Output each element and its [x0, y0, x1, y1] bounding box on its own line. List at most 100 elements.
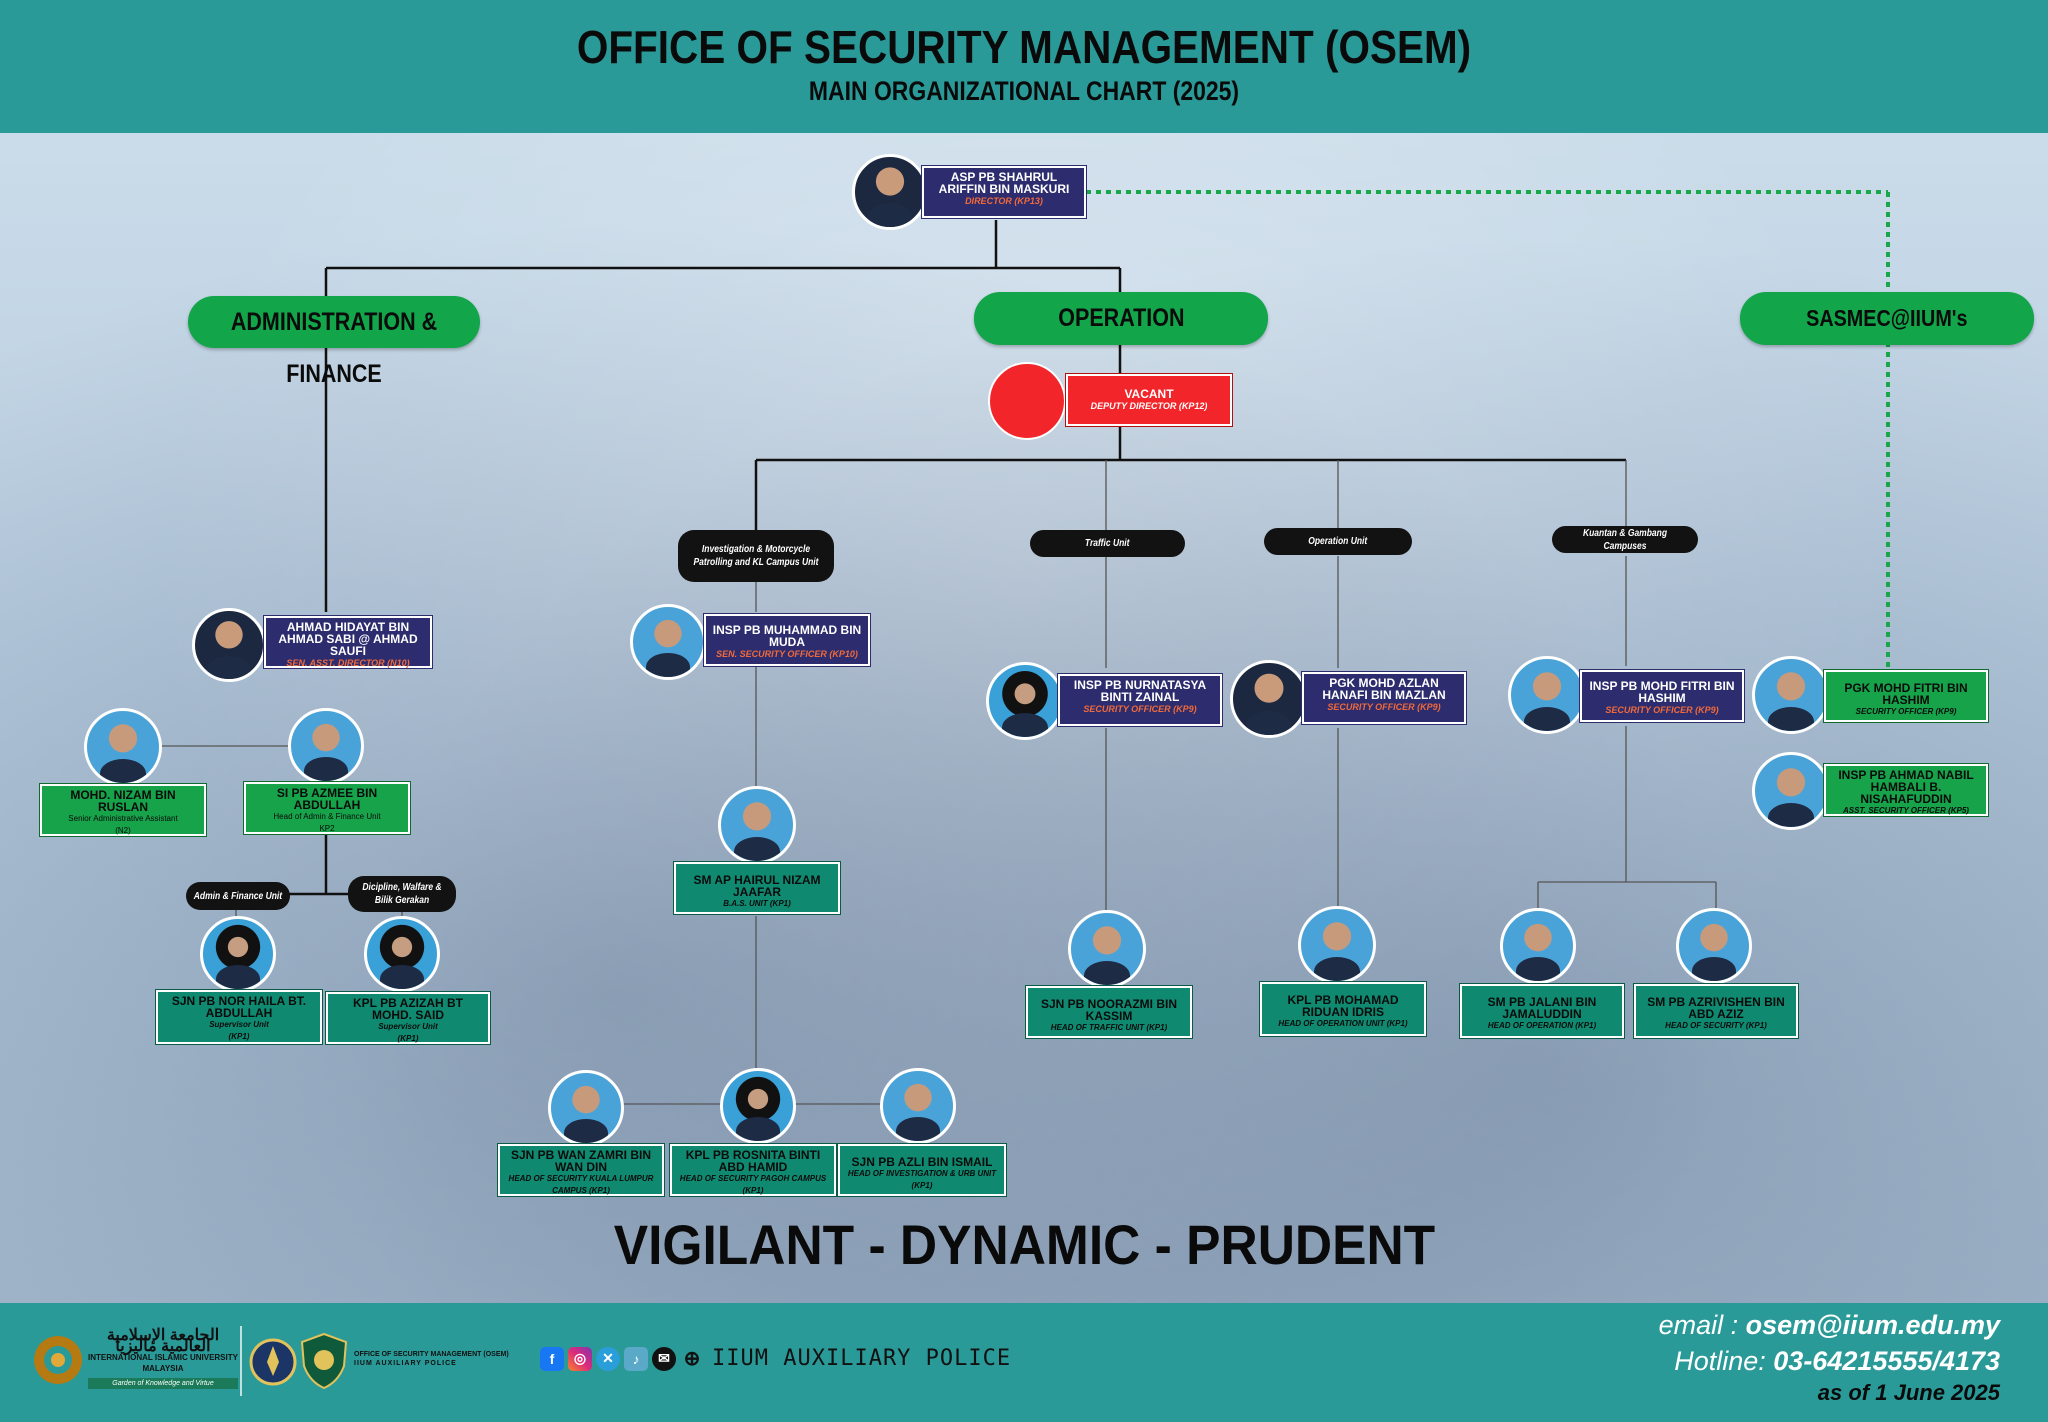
nurnatasya-photo: [986, 662, 1064, 740]
person-role: Supervisor Unit: [378, 1022, 438, 1031]
osem-label: OFFICE OF SECURITY MANAGEMENT (OSEM): [354, 1351, 509, 1358]
person-role: SECURITY OFFICER (KP9): [1605, 705, 1719, 715]
section-operation: OPERATION: [974, 292, 1268, 345]
rosnita-card: KPL PB ROSNITA BINTI ABD HAMID HEAD OF S…: [669, 1143, 837, 1197]
email-label: email :: [1658, 1310, 1739, 1340]
muhammad-card: INSP PB MUHAMMAD BIN MUDA SEN. SECURITY …: [703, 613, 871, 667]
person-role: SEN. SECURITY OFFICER (KP10): [716, 649, 858, 659]
muhammad-photo: [630, 604, 706, 680]
unit-investigation: Investigation & Motorcycle Patrolling an…: [678, 530, 834, 582]
instagram-icon[interactable]: ◎: [568, 1346, 592, 1371]
ahmad-hidayat-photo: [192, 608, 266, 682]
person-role: Supervisor Unit: [209, 1020, 269, 1029]
person-role: HEAD OF SECURITY KUALA LUMPUR CAMPUS (KP…: [508, 1174, 654, 1195]
person-role: HEAD OF INVESTIGATION & URB UNIT (KP1): [847, 1169, 997, 1190]
email-icon[interactable]: ✉: [652, 1346, 676, 1371]
noorazmi-photo: [1068, 910, 1146, 988]
ahmad-hidayat-card: AHMAD HIDAYAT BIN AHMAD SABI @ AHMAD SAU…: [263, 615, 433, 669]
azlan-card: PGK MOHD AZLAN HANAFI BIN MAZLAN SECURIT…: [1301, 671, 1467, 725]
social-handle: IIUM AUXILIARY POLICE: [712, 1346, 1012, 1371]
hairul-card: SM AP HAIRUL NIZAM JAAFAR B.A.S. UNIT (K…: [673, 861, 841, 915]
person-role: SECURITY OFFICER (KP9): [1083, 704, 1197, 714]
section-sasmec: SASMEC@IIUM's: [1740, 292, 2034, 345]
noorazmi-card: SJN PB NOORAZMI BIN KASSIM HEAD OF TRAFF…: [1025, 985, 1193, 1039]
wan-zamri-card: SJN PB WAN ZAMRI BIN WAN DIN HEAD OF SEC…: [497, 1143, 665, 1197]
nurnatasya-card: INSP PB NURNATASYA BINTI ZAINAL SECURITY…: [1057, 673, 1223, 727]
director-photo: [852, 154, 928, 230]
fitri-insp-card: INSP PB MOHD FITRI BIN HASHIM SECURITY O…: [1579, 669, 1745, 723]
wan-zamri-photo: [548, 1070, 624, 1146]
person-role: ASST. SECURITY OFFICER (KP5): [1843, 806, 1969, 815]
azrivishen-card: SM PB AZRIVISHEN BIN ABD AZIZ HEAD OF SE…: [1633, 983, 1799, 1039]
person-name: KPL PB ROSNITA BINTI ABD HAMID: [685, 1148, 821, 1174]
nor-haila-photo: [200, 916, 276, 992]
page-subtitle: MAIN ORGANIZATIONAL CHART (2025): [808, 76, 1240, 106]
person-name: PGK MOHD AZLAN HANAFI BIN MAZLAN: [1322, 676, 1446, 702]
nabil-card: INSP PB AHMAD NABIL HAMBALI B. NISAHAFUD…: [1823, 763, 1989, 817]
person-name: INSP PB NURNATASYA BINTI ZAINAL: [1073, 678, 1207, 704]
person-name: SM PB JALANI BIN JAMALUDDIN: [1487, 995, 1597, 1021]
fitri-insp-photo: [1508, 656, 1586, 734]
person-role: HEAD OF OPERATION (KP1): [1487, 1021, 1597, 1030]
person-role: DEPUTY DIRECTOR (KP12): [1090, 401, 1208, 411]
person-role: SECURITY OFFICER (KP9): [1327, 702, 1441, 712]
x-icon[interactable]: ✕: [596, 1346, 620, 1371]
motto: VIGILANT - DYNAMIC - PRUDENT: [613, 1213, 1435, 1276]
unit-operation: Operation Unit: [1264, 528, 1412, 555]
person-role: DIRECTOR (KP13): [965, 196, 1043, 206]
azmee-card: SI PB AZMEE BIN ABDULLAH Head of Admin &…: [243, 781, 411, 835]
person-name: VACANT: [1124, 387, 1174, 401]
deputy-photo-vacant: [988, 362, 1066, 440]
person-name: SJN PB AZLI BIN ISMAIL: [851, 1155, 993, 1169]
person-grade: KP2: [319, 824, 335, 833]
email-link[interactable]: osem@iium.edu.my: [1745, 1310, 2000, 1340]
nor-haila-card: SJN PB NOR HAILA BT. ABDULLAH Supervisor…: [155, 989, 323, 1045]
header-banner: OFFICE OF SECURITY MANAGEMENT (OSEM) MAI…: [0, 0, 2048, 133]
social-links: f ◎ ✕ ♪ ✉ ⊕ IIUM AUXILIARY POLICE: [540, 1346, 1011, 1371]
jalani-card: SM PB JALANI BIN JAMALUDDIN HEAD OF OPER…: [1459, 983, 1625, 1039]
fitri-pgk-photo: [1752, 656, 1830, 734]
person-name: SJN PB NOR HAILA BT. ABDULLAH: [171, 994, 307, 1020]
as-of-date: as of 1 June 2025: [1817, 1380, 2000, 1405]
azmee-photo: [288, 708, 364, 784]
university-arabic: الجامعة الإسلامية العالمية ماليزيا: [106, 1327, 220, 1355]
deputy-card: VACANT DEPUTY DIRECTOR (KP12): [1065, 373, 1233, 427]
university-name: INTERNATIONAL ISLAMIC UNIVERSITY MALAYSI…: [88, 1353, 238, 1373]
iium-wordmark: الجامعة الإسلامية العالمية ماليزيا INTER…: [88, 1327, 238, 1389]
contact-hotline: Hotline: 03-64215555/4173: [1674, 1346, 2000, 1377]
jalani-photo: [1500, 908, 1576, 984]
tiktok-icon[interactable]: ♪: [624, 1346, 648, 1371]
person-role: Head of Admin & Finance Unit: [273, 812, 381, 821]
person-grade: (N2): [115, 826, 131, 835]
hotline-number[interactable]: 03-64215555/4173: [1773, 1346, 2000, 1376]
director-card: ASP PB SHAHRUL ARIFFIN BIN MASKURI DIREC…: [921, 165, 1087, 219]
riduan-photo: [1298, 906, 1376, 984]
contact-email: email : osem@iium.edu.my: [1659, 1310, 2000, 1341]
person-name: SM AP HAIRUL NIZAM JAAFAR: [693, 873, 821, 899]
facebook-icon[interactable]: f: [540, 1346, 564, 1371]
page-title: OFFICE OF SECURITY MANAGEMENT (OSEM): [576, 21, 1472, 73]
person-grade: (KP1): [228, 1032, 250, 1041]
azizah-card: KPL PB AZIZAH BT MOHD. SAID Supervisor U…: [325, 991, 491, 1045]
unit-discipline: Dicipline, Walfare & Bilik Gerakan: [348, 876, 456, 912]
fitri-pgk-card: PGK MOHD FITRI BIN HASHIM SECURITY OFFIC…: [1823, 669, 1989, 723]
person-role: HEAD OF SECURITY PAGOH CAMPUS (KP1): [679, 1174, 827, 1195]
person-name: SI PB AZMEE BIN ABDULLAH: [276, 786, 378, 812]
unit-kuantan: Kuantan & Gambang Campuses: [1552, 526, 1698, 553]
globe-icon[interactable]: ⊕: [683, 1348, 701, 1370]
person-name: MOHD. NIZAM BIN RUSLAN: [70, 788, 176, 814]
azli-photo: [880, 1068, 956, 1144]
person-name: INSP PB AHMAD NABIL HAMBALI B. NISAHAFUD…: [1838, 768, 1974, 806]
person-role: HEAD OF OPERATION UNIT (KP1): [1278, 1019, 1408, 1028]
person-name: INSP PB MOHD FITRI BIN HASHIM: [1589, 679, 1735, 705]
person-name: SJN PB NOORAZMI BIN KASSIM: [1040, 997, 1177, 1023]
azlan-photo: [1230, 660, 1308, 738]
section-admin-finance: ADMINISTRATION & FINANCE: [188, 296, 480, 388]
person-name: PGK MOHD FITRI BIN HASHIM: [1844, 681, 1968, 707]
nabil-photo: [1752, 752, 1830, 830]
person-name: ASP PB SHAHRUL ARIFFIN BIN MASKURI: [938, 170, 1070, 196]
person-grade: (KP1): [397, 1034, 419, 1043]
unit-admin-finance: Admin & Finance Unit: [186, 882, 290, 910]
osem-sub: IIUM AUXILIARY POLICE: [354, 1360, 457, 1367]
person-role: Senior Administrative Assistant: [68, 814, 178, 823]
